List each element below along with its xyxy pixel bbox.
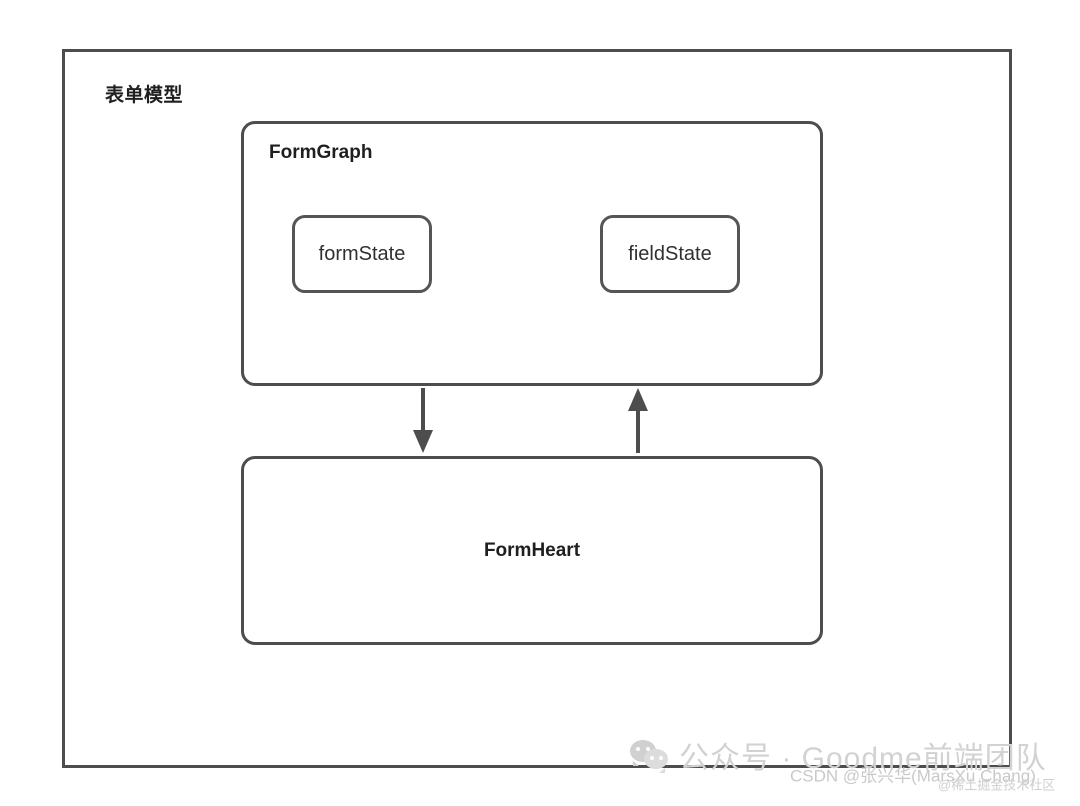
formheart-box[interactable]: FormHeart	[241, 456, 823, 645]
node-form-state-label: formState	[318, 242, 406, 265]
diagram-title: 表单模型	[105, 85, 184, 106]
watermark-juejin: @稀土掘金技术社区	[938, 777, 1056, 793]
node-field-state-label: fieldState	[628, 242, 712, 265]
formheart-label: FormHeart	[483, 539, 581, 561]
node-field-state[interactable]: fieldState	[600, 215, 740, 293]
wechat-icon	[630, 740, 670, 773]
formgraph-title: FormGraph	[269, 142, 373, 163]
watermark-account: 公众号 · Goodme前端团队	[630, 733, 1047, 777]
watermark-account-text: 公众号 · Goodme前端团队	[679, 742, 1047, 775]
watermark-csdn: CSDN @张兴华(MarsXu Chang)	[790, 766, 1036, 786]
node-form-state[interactable]: formState	[292, 215, 432, 293]
